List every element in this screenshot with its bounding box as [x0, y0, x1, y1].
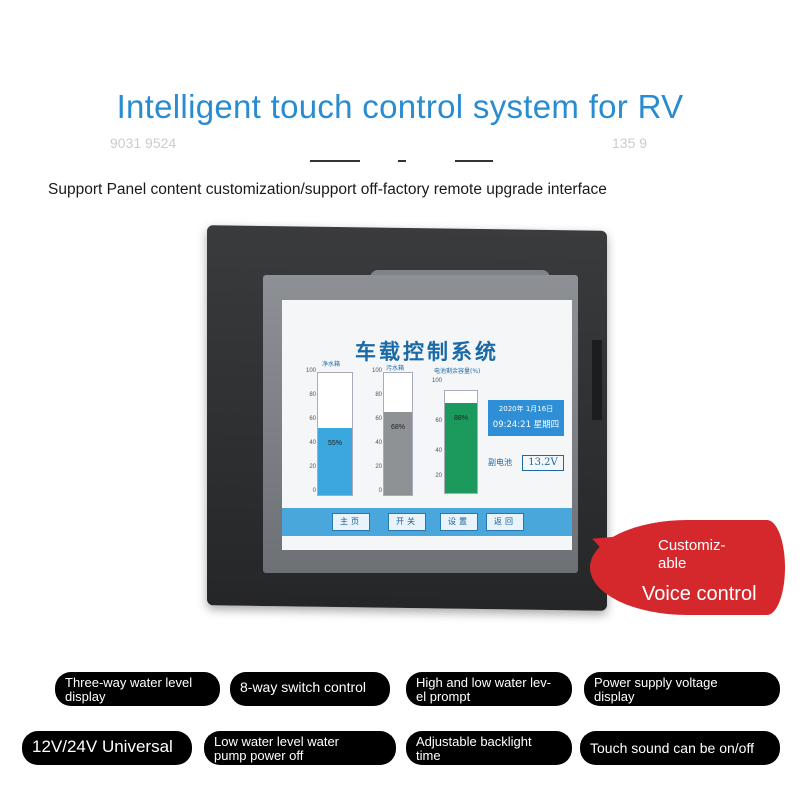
side-port — [592, 340, 602, 420]
tank-fill — [318, 427, 352, 495]
feature-text: Three-way water level — [65, 675, 193, 690]
tank-label-waste: 污水箱 — [386, 365, 405, 372]
feature-12v-24v: 12V/24V Universal — [22, 731, 192, 765]
callout-line2: able — [658, 555, 687, 572]
datetime-display: 2020年 1月16日 09:24:21 星期四 — [488, 400, 564, 436]
feature-text: Adjustable backlight — [416, 734, 532, 749]
voice-control-callout: Customiz- able Voice control — [590, 520, 785, 615]
feature-text: pump power off — [214, 748, 304, 763]
tank-label-battery: 电池剩余容量(%) — [434, 368, 481, 375]
feature-backlight-time: Adjustable backlight time — [406, 731, 572, 765]
callout-line3: Voice control — [642, 583, 757, 605]
nav-home-button[interactable]: 主页 — [332, 513, 370, 531]
watermark-left: 9031 9524 — [110, 135, 177, 151]
tank-percent: 68% — [390, 424, 405, 432]
voltage-display: 副电池 13.2V — [488, 455, 564, 471]
feature-pump-power-off: Low water level water pump power off — [204, 731, 396, 765]
feature-text: Power supply voltage — [594, 675, 718, 690]
feature-text: display — [594, 689, 635, 704]
feature-text: display — [65, 689, 106, 704]
callout-line1: Customiz- — [658, 537, 726, 554]
tank-fill — [384, 412, 412, 495]
tank-battery: 88% — [444, 390, 478, 494]
feature-voltage-display: Power supply voltage display — [584, 672, 780, 706]
feature-three-way-water-level: Three-way water level display — [55, 672, 220, 706]
divider-right — [455, 160, 493, 162]
screen-title: 车载控制系统 — [355, 340, 499, 364]
feature-touch-sound: Touch sound can be on/off — [580, 731, 780, 765]
voltage-value: 13.2V — [522, 455, 564, 471]
feature-text: Touch sound can be on/off — [590, 740, 754, 756]
time-text: 09:24:21 星期四 — [492, 420, 560, 430]
feature-8-way-switch: 8-way switch control — [230, 672, 390, 706]
feature-water-level-prompt: High and low water lev- el prompt — [406, 672, 572, 706]
nav-switch-button[interactable]: 开关 — [388, 513, 426, 531]
page-title: Intelligent touch control system for RV — [116, 88, 684, 125]
feature-text: time — [416, 748, 441, 763]
feature-text: High and low water lev- — [416, 675, 552, 690]
feature-text: el prompt — [416, 689, 471, 704]
screen-nav-bar: 主页 开关 设置 返回 — [282, 508, 572, 536]
nav-settings-button[interactable]: 设置 — [440, 513, 478, 531]
voltage-label: 副电池 — [488, 458, 512, 467]
touch-screen[interactable]: 车载控制系统 净水箱 100 80 60 40 20 0 55% 污水箱 100… — [282, 300, 572, 550]
page-subtitle: Support Panel content customization/supp… — [48, 181, 607, 198]
nav-back-button[interactable]: 返回 — [486, 513, 524, 531]
tank-waste-water: 68% — [383, 372, 413, 496]
tank-percent: 88% — [453, 415, 468, 423]
tank-label-fresh: 净水箱 — [322, 361, 341, 368]
date-text: 2020年 1月16日 — [498, 405, 554, 413]
watermark-right: 135 9 — [612, 135, 648, 151]
feature-text: 8-way switch control — [240, 679, 367, 695]
tank-fresh-water: 55% — [317, 372, 353, 496]
divider-mid — [398, 160, 406, 162]
tank-fill — [445, 403, 477, 493]
divider-left — [310, 160, 360, 162]
feature-text: Low water level water — [214, 734, 339, 749]
feature-text: 12V/24V Universal — [32, 737, 173, 756]
tank-percent: 55% — [327, 439, 342, 447]
